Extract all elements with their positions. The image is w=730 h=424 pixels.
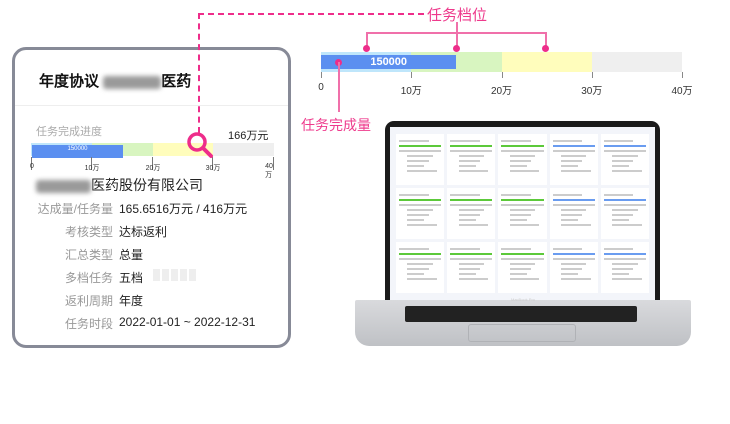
tick-label: 0 — [318, 82, 324, 93]
keyboard — [405, 306, 637, 322]
tick-mark — [501, 72, 503, 78]
progress-bar: 150000 0 10万 20万 30万 40万 — [30, 143, 274, 179]
tick-label: 40万 — [671, 86, 693, 97]
mini-card — [549, 242, 598, 293]
zoomed-progress-fill: 150000 — [321, 55, 457, 69]
mini-card — [549, 188, 598, 239]
completed-annotation: 任务完成量 — [301, 117, 371, 133]
mini-card — [396, 242, 445, 293]
divider — [15, 105, 288, 106]
tick-mark — [411, 72, 413, 78]
tick-label: 40万 — [265, 163, 273, 179]
tiers-annotation: 任务档位 — [427, 7, 488, 24]
laptop-base: MacBook Pro — [355, 297, 691, 346]
progress-label: 任务完成进度 — [36, 126, 102, 138]
row-rebate-cycle: 返利周期年度 — [64, 294, 144, 308]
tick-label: 20万 — [145, 165, 161, 172]
connector-line — [198, 13, 200, 133]
mini-card — [447, 134, 496, 185]
agreement-card: 年度协议 医药 任务完成进度 166万元 150000 0 10万 20万 30… — [12, 47, 291, 348]
mini-card — [447, 188, 496, 239]
tick-label: 10万 — [400, 86, 422, 97]
row-assess-type: 考核类型达标返利 — [64, 225, 168, 239]
mini-card — [498, 134, 547, 185]
redacted-name — [103, 75, 162, 89]
tier-dot — [453, 45, 460, 52]
tick-label: 30万 — [581, 86, 603, 97]
mini-card — [498, 188, 547, 239]
tick-mark — [321, 72, 322, 78]
mini-card — [396, 134, 445, 185]
mini-card — [447, 242, 496, 293]
tick-label: 30万 — [205, 165, 221, 172]
tick-label: 10万 — [84, 165, 100, 172]
progress-fill: 150000 — [32, 145, 123, 158]
connector-line — [198, 13, 424, 15]
tier-dot — [542, 45, 549, 52]
mini-card — [396, 188, 445, 239]
mini-card — [600, 242, 649, 293]
row-multi-tier: 多档任务五档 — [15, 269, 285, 286]
mini-card — [549, 134, 598, 185]
completed-pointer — [338, 62, 340, 112]
laptop-brand: MacBook Pro — [510, 297, 535, 302]
magnifier-icon — [187, 132, 213, 158]
row-summary-type: 汇总类型总量 — [64, 248, 144, 262]
tier-dot — [363, 45, 370, 52]
company-name: 医药股份有限公司 — [36, 175, 203, 195]
laptop-screen — [385, 121, 660, 303]
trackpad — [468, 324, 576, 342]
tick-mark — [682, 72, 683, 78]
card-title: 年度协议 医药 — [39, 73, 192, 90]
task-total: 166万元 — [228, 130, 269, 142]
mini-card — [600, 188, 649, 239]
tick-label: 0 — [30, 163, 34, 170]
tick-mark — [591, 72, 593, 78]
tick-label: 20万 — [490, 86, 513, 97]
mini-card — [600, 134, 649, 185]
mini-card — [498, 242, 547, 293]
